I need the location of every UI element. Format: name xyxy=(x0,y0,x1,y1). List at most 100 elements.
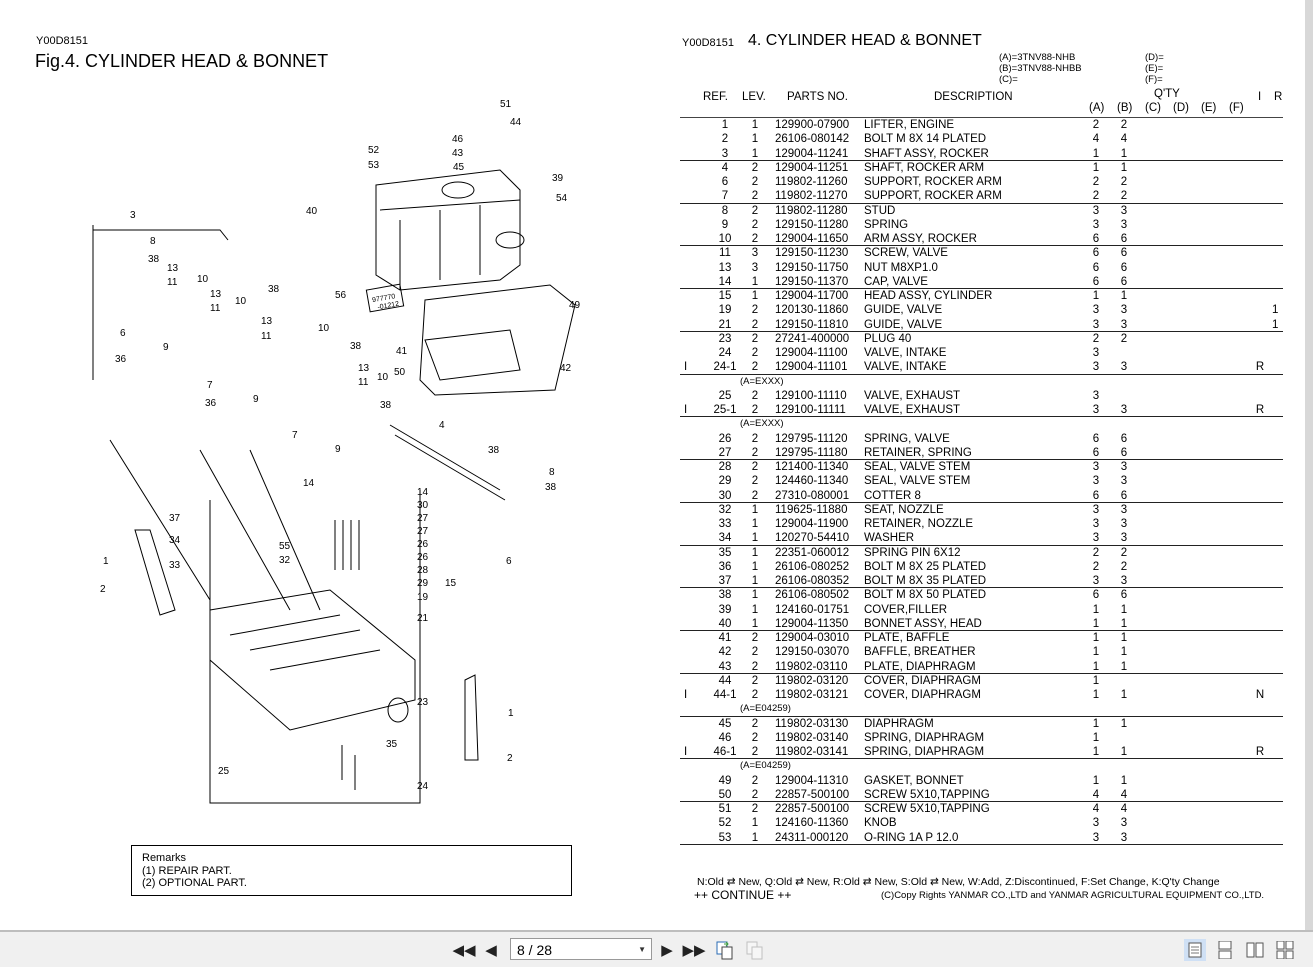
level-cell: 2 xyxy=(751,318,759,331)
last-page-icon: ▶▶ xyxy=(682,942,706,959)
description-cell: SPRING xyxy=(864,218,909,231)
callout-number: 29 xyxy=(417,578,429,589)
description-cell: GUIDE, VALVE xyxy=(864,318,943,331)
header-parts-no: PARTS NO. xyxy=(787,91,848,103)
qty-a-cell: 3 xyxy=(1092,831,1100,844)
ref-cell: 30 xyxy=(718,489,732,502)
qty-a-cell: 6 xyxy=(1092,247,1100,260)
callout-number: 46 xyxy=(452,134,464,145)
callout-number: 13 xyxy=(210,289,222,300)
continuous-view-button[interactable] xyxy=(1214,939,1236,961)
qty-a-cell: 3 xyxy=(1092,347,1100,359)
qty-b-cell: 6 xyxy=(1120,275,1128,288)
first-page-button[interactable]: ◀◀ xyxy=(452,940,475,960)
model-f: (F)= xyxy=(1145,74,1163,85)
qty-a-cell: 6 xyxy=(1092,233,1100,245)
serial-note: (A=EXXX) xyxy=(740,375,784,387)
callout-number: 7 xyxy=(207,380,213,391)
ref-cell: 44-1 xyxy=(713,689,737,701)
page-selector[interactable]: 8 / 28▼ xyxy=(510,938,652,960)
cylinder-head xyxy=(209,589,416,731)
part-number-cell: 119625-11880 xyxy=(775,503,848,516)
ref-cell: 23 xyxy=(718,332,732,345)
callout-number: 13 xyxy=(261,316,273,327)
qty-a-cell: 3 xyxy=(1092,404,1100,416)
callout-number: 27 xyxy=(417,513,429,524)
callout-number: 24 xyxy=(417,781,429,792)
qty-a-cell: 2 xyxy=(1092,119,1100,131)
plug xyxy=(387,697,409,723)
callout-number: 39 xyxy=(552,173,564,184)
continuous-facing-view-button[interactable] xyxy=(1274,939,1296,961)
description-cell: RETAINER, NOZZLE xyxy=(864,518,974,530)
level-cell: 1 xyxy=(751,817,759,830)
qty-b-cell: 1 xyxy=(1120,603,1128,616)
qty-b-cell: 2 xyxy=(1120,190,1128,203)
callout-number: 15 xyxy=(445,578,457,589)
qty-a-cell: 3 xyxy=(1092,461,1100,473)
next-page-button[interactable]: ▶ xyxy=(660,940,674,960)
previous-view-button[interactable] xyxy=(714,940,736,960)
level-cell: 3 xyxy=(751,247,759,260)
part-number-cell: 129150-11810 xyxy=(775,318,849,331)
qty-a-cell: 3 xyxy=(1092,304,1100,317)
qty-a-cell: 4 xyxy=(1092,788,1100,801)
qty-a-cell: 2 xyxy=(1092,176,1100,188)
description-cell: SPRING, DIAPHRAGM xyxy=(864,746,985,758)
level-cell: 2 xyxy=(751,304,759,317)
section-title: 4. CYLINDER HEAD & BONNET xyxy=(748,32,982,49)
qty-a-cell: 1 xyxy=(1092,674,1100,687)
qty-a-cell: 6 xyxy=(1092,261,1100,274)
callout-number: 14 xyxy=(417,487,429,498)
callout-number: 6 xyxy=(120,328,126,339)
description-cell: COTTER 8 xyxy=(864,489,921,502)
part-number-cell: 119802-11280 xyxy=(775,204,848,217)
description-cell: BOLT M 8X 14 PLATED xyxy=(864,133,987,146)
ref-cell: 14 xyxy=(718,275,732,288)
part-number-cell: 26106-080142 xyxy=(775,133,850,146)
model-e: (E)= xyxy=(1145,63,1164,74)
callout-number: 13 xyxy=(167,263,179,274)
doc-code: Y00D8151 xyxy=(682,37,734,49)
qty-b-cell: 4 xyxy=(1120,788,1128,801)
qty-b-cell: 3 xyxy=(1120,404,1128,416)
level-cell: 1 xyxy=(751,133,759,146)
previous-page-button[interactable]: ◀ xyxy=(484,940,498,960)
part-number-cell: 124460-11340 xyxy=(775,475,849,488)
next-view-button[interactable] xyxy=(744,940,766,960)
facing-view-button[interactable] xyxy=(1244,939,1266,961)
level-cell: 2 xyxy=(751,190,759,203)
ref-cell: 26 xyxy=(718,432,732,445)
ref-cell: 25-1 xyxy=(713,404,737,416)
qty-a-cell: 3 xyxy=(1092,389,1100,402)
description-cell: VALVE, INTAKE xyxy=(864,361,947,374)
ref-cell: 24-1 xyxy=(713,361,737,374)
qty-a-cell: 4 xyxy=(1092,133,1100,146)
part-number-cell: 26106-080252 xyxy=(775,560,850,573)
ref-cell: 32 xyxy=(718,503,732,516)
description-cell: SPRING PIN 6X12 xyxy=(864,546,961,559)
description-cell: COVER, DIAPHRAGM xyxy=(864,674,981,687)
level-cell: 1 xyxy=(751,603,759,616)
header-i: I xyxy=(1258,91,1262,103)
qty-a-cell: 1 xyxy=(1092,774,1100,787)
single-page-view-button[interactable] xyxy=(1184,939,1206,961)
level-cell: 1 xyxy=(751,147,759,160)
bonnet-ribs xyxy=(379,199,521,290)
serial-note: (A=E04259) xyxy=(740,760,791,772)
description-cell: SHAFT ASSY, ROCKER xyxy=(864,147,989,160)
part-number-cell: 119802-03130 xyxy=(775,717,849,730)
qty-b-cell: 1 xyxy=(1120,717,1128,730)
last-page-button[interactable]: ▶▶ xyxy=(682,940,706,960)
